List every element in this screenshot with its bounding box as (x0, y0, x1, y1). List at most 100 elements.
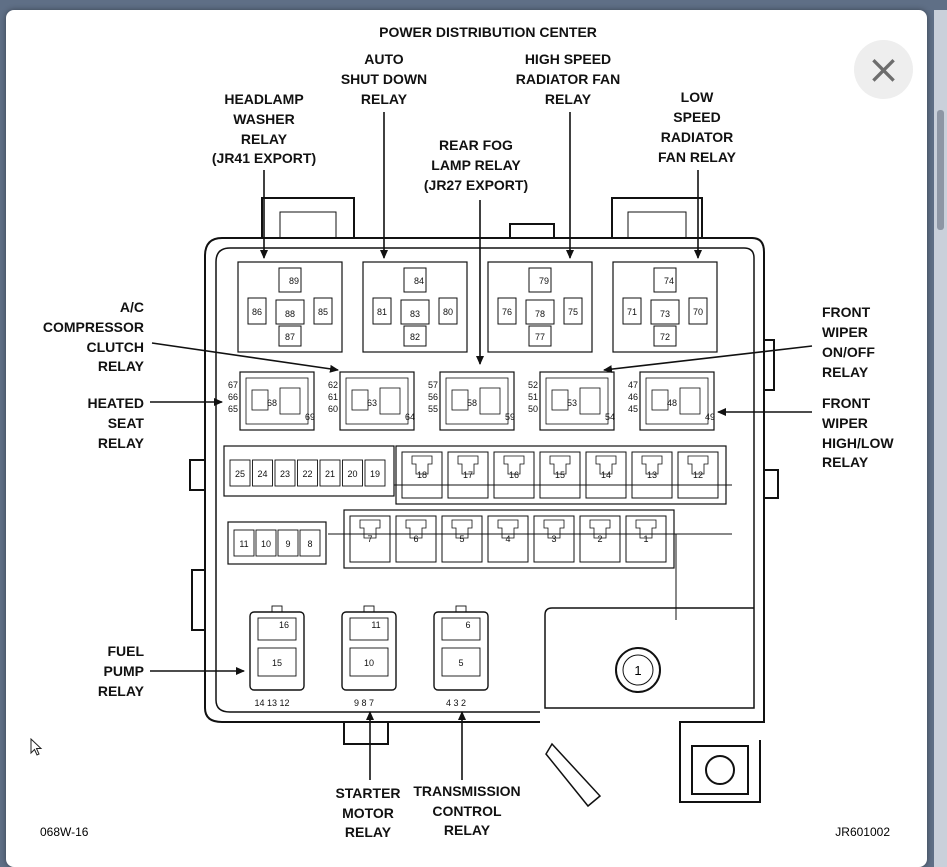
svg-text:24: 24 (257, 469, 267, 479)
relay-pin-label: 62 (328, 380, 338, 390)
cartridge-fuse: 5 (441, 515, 483, 563)
relay-pin-label: 82 (410, 332, 420, 342)
svg-text:4: 4 (505, 534, 510, 544)
mini-fuse: 25 (229, 459, 251, 487)
relay-pin-label: 59 (505, 412, 515, 422)
relay-pin-label: 67 (228, 380, 238, 390)
cartridge-fuse: 7 (349, 515, 391, 563)
cartridge-fuse-row-bottom: 7 6 5 4 3 2 1 (343, 509, 675, 569)
relay-pin-label: 71 (627, 307, 637, 317)
mini-fuse: 19 (364, 459, 386, 487)
mini-fuse: 24 (252, 459, 273, 487)
svg-text:6: 6 (413, 534, 418, 544)
mini-fuse: 9 (277, 529, 299, 557)
cartridge-fuse: 12 (677, 451, 719, 499)
mini-fuse: 23 (274, 459, 296, 487)
relay-pin-label: 76 (502, 307, 512, 317)
relay-pin-label: 77 (535, 332, 545, 342)
relay-pin-label: 53 (567, 398, 577, 408)
relay-pin-label: 78 (535, 309, 545, 319)
svg-text:(JR41 EXPORT): (JR41 EXPORT) (212, 150, 316, 166)
svg-text:FRONT: FRONT (822, 395, 871, 411)
cartridge-fuse: 16 (493, 451, 535, 499)
relay-pin-label: 51 (528, 392, 538, 402)
svg-text:20: 20 (347, 469, 357, 479)
svg-text:SEAT: SEAT (108, 415, 145, 431)
svg-text:5: 5 (459, 534, 464, 544)
mini-fuse: 10 (255, 529, 277, 557)
relay-pin-label: 74 (664, 276, 674, 286)
svg-text:COMPRESSOR: COMPRESSOR (43, 319, 144, 335)
cartridge-fuse: 17 (447, 451, 489, 499)
cartridge-fuse: 4 (487, 515, 529, 563)
svg-text:8: 8 (307, 539, 312, 549)
callout-arrows (150, 112, 813, 780)
relay-pin-label: 87 (285, 332, 295, 342)
relay-pin-label: 5 (458, 658, 463, 668)
svg-text:17: 17 (463, 470, 473, 480)
svg-text:PUMP: PUMP (104, 663, 144, 679)
close-button[interactable]: × (854, 40, 913, 99)
figure-code-right: JR601002 (835, 825, 890, 839)
svg-text:21: 21 (325, 469, 335, 479)
label-heated-seat-relay: HEATED SEAT RELAY (87, 395, 144, 451)
svg-text:2: 2 (597, 534, 602, 544)
cartridge-fuse: 6 (395, 515, 437, 563)
svg-text:ON/OFF: ON/OFF (822, 344, 875, 360)
relay-pin-label: 80 (443, 307, 453, 317)
label-front-wiper-highlow-relay: FRONT WIPER HIGH/LOW RELAY (822, 395, 894, 470)
svg-text:SHUT DOWN: SHUT DOWN (341, 71, 427, 87)
relay-pin-label: 58 (467, 398, 477, 408)
relay-pin-label: 61 (328, 392, 338, 402)
iso-relay-socket: 654 3 2 (433, 605, 489, 708)
svg-text:WIPER: WIPER (822, 324, 868, 340)
svg-text:HEATED: HEATED (87, 395, 144, 411)
svg-text:RELAY: RELAY (361, 91, 408, 107)
cartridge-fuse: 14 (585, 451, 627, 499)
mini-fuse: 21 (319, 459, 341, 487)
relay-pin-label: 65 (228, 404, 238, 414)
svg-text:15: 15 (555, 470, 565, 480)
svg-text:CLUTCH: CLUTCH (86, 339, 144, 355)
relay-pin-label: 73 (660, 309, 670, 319)
cartridge-fuse: 15 (539, 451, 581, 499)
label-low-speed-fan-relay: LOW SPEED RADIATOR FAN RELAY (658, 89, 737, 165)
relay-pin-label: 72 (660, 332, 670, 342)
svg-text:WIPER: WIPER (822, 415, 868, 431)
diagram-title: POWER DISTRIBUTION CENTER (379, 24, 597, 40)
svg-text:13: 13 (647, 470, 657, 480)
svg-text:FUEL: FUEL (107, 643, 144, 659)
cartridge-fuse: 13 (631, 451, 673, 499)
svg-text:AUTO: AUTO (364, 51, 404, 67)
svg-text:RELAY: RELAY (98, 435, 145, 451)
relay-pin-label: 16 (279, 620, 289, 630)
relay-pin-label: 6 (465, 620, 470, 630)
relay-pin-label: 79 (539, 276, 549, 286)
power-distribution-diagram: POWER DISTRIBUTION CENTER (40, 24, 894, 840)
relay-pin-label: 60 (328, 404, 338, 414)
label-headlamp-washer-relay: HEADLAMP WASHER RELAY (JR41 EXPORT) (212, 91, 316, 166)
svg-text:1: 1 (643, 534, 648, 544)
scrollbar-thumb[interactable] (937, 110, 944, 230)
relay-pin-label: 85 (318, 307, 328, 317)
mini-fuse: 8 (299, 529, 321, 557)
relay-pin-label: 52 (528, 380, 538, 390)
svg-text:WASHER: WASHER (233, 111, 294, 127)
relay-pin-label: 10 (364, 658, 374, 668)
svg-text:19: 19 (370, 469, 380, 479)
svg-text:3: 3 (551, 534, 556, 544)
mini-fuse: 11 (233, 529, 255, 557)
svg-text:16: 16 (509, 470, 519, 480)
svg-text:RELAY: RELAY (822, 364, 869, 380)
svg-text:FRONT: FRONT (822, 304, 871, 320)
cartridge-fuse: 1 (625, 515, 667, 563)
relay-pin-label: 48 (667, 398, 677, 408)
cartridge-fuse: 2 (579, 515, 621, 563)
scrollbar[interactable] (934, 10, 947, 867)
relay-pin-label: 49 (705, 412, 715, 422)
